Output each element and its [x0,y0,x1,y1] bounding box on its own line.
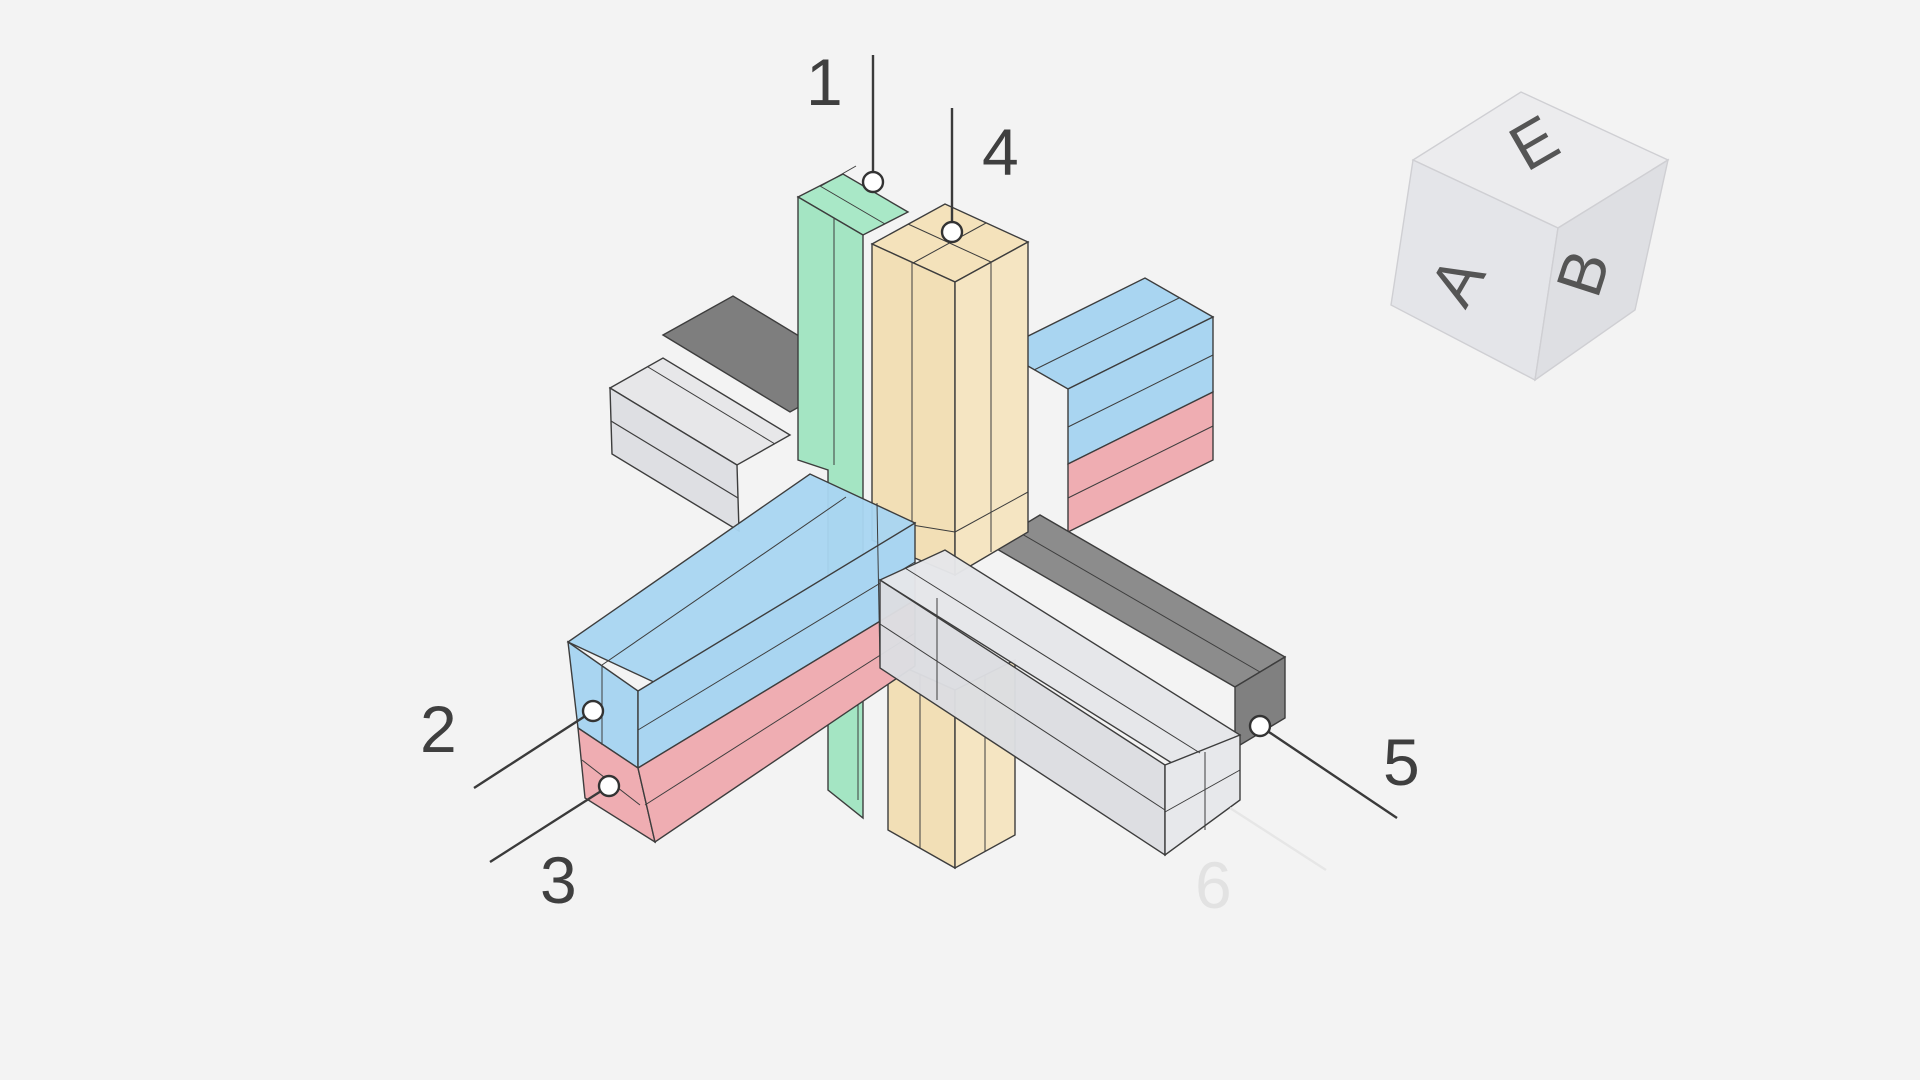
callout-4-label: 4 [982,115,1019,189]
view-cube-right-face[interactable] [1534,158,1670,382]
callout-5-label: 5 [1383,725,1420,799]
blue-red-beam-back-right [998,277,1215,534]
callout-4: 4 [940,108,1019,244]
gray-beam-front-right [878,549,1242,857]
callout-6-label: 6 [1195,848,1232,922]
callout-3-label: 3 [540,843,577,917]
callout-5: 5 [1248,714,1420,819]
callout-1-label: 1 [806,45,843,119]
callout-6-faded: 6 [1195,806,1327,922]
callout-1: 1 [806,45,885,194]
blue-red-beam-front-left [566,473,917,844]
callout-2-label: 2 [420,692,457,766]
view-cube[interactable]: A B E [1390,91,1670,382]
callout-2: 2 [420,692,605,790]
callout-3: 3 [489,774,621,917]
